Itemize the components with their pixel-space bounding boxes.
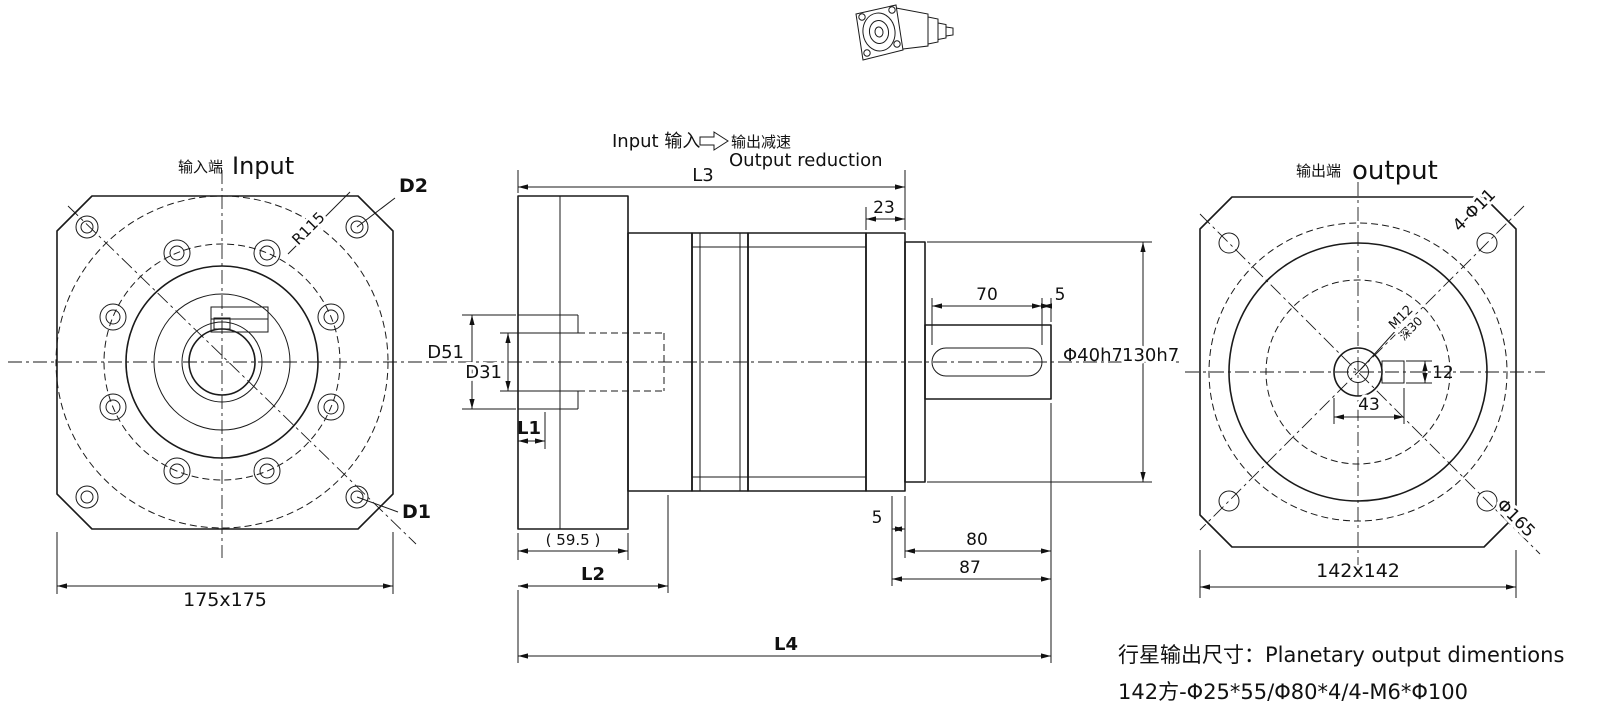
dim-12: 12 xyxy=(1406,360,1454,384)
dim-l1: L1 xyxy=(517,412,546,449)
label-d2: D2 xyxy=(399,175,428,197)
svg-text:87: 87 xyxy=(959,558,981,578)
svg-text:L3: L3 xyxy=(692,165,713,186)
input-view-title-cn: 输入端 xyxy=(178,158,223,176)
flow-input-label: Input 输入 xyxy=(612,131,700,152)
dim-l4: L4 xyxy=(517,590,1051,663)
dim-80: 80 xyxy=(905,403,1052,663)
svg-text:43: 43 xyxy=(1358,395,1380,415)
svg-text:L4: L4 xyxy=(774,634,798,655)
svg-text:70: 70 xyxy=(976,285,998,305)
isometric-thumbnail xyxy=(855,4,954,61)
input-view-title-en: Input xyxy=(232,152,294,180)
output-view-title-cn: 输出端 xyxy=(1296,162,1341,180)
svg-text:D31: D31 xyxy=(465,362,502,383)
note-line2: 142方-Φ25*55/Φ80*4/4-M6*Φ100 xyxy=(1118,680,1468,704)
svg-text:D51: D51 xyxy=(427,342,464,363)
dim-d51: D51 xyxy=(427,314,516,410)
dim-l3: L3 xyxy=(517,165,906,230)
label-corner-holes: 4-Φ11 xyxy=(1449,185,1500,236)
label-center-thread: M12 深30 xyxy=(1360,300,1428,370)
input-view: 输入端 Input xyxy=(55,152,431,611)
output-corner-holes xyxy=(1218,232,1498,512)
dim-175x175: 175x175 xyxy=(56,532,394,611)
svg-text:( 59.5 ): ( 59.5 ) xyxy=(546,531,601,549)
dim-5-flange: 5 xyxy=(872,496,906,586)
section-outline xyxy=(517,195,1052,530)
input-flange-outline xyxy=(56,195,394,530)
svg-text:23: 23 xyxy=(873,198,895,218)
dim-142x142: 142x142 xyxy=(1199,550,1517,598)
dim-43: 43 xyxy=(1333,388,1405,424)
svg-text:5: 5 xyxy=(872,508,883,528)
svg-text:L2: L2 xyxy=(581,564,605,585)
input-keyway-detail xyxy=(210,306,269,333)
input-bolt-holes xyxy=(99,239,345,485)
dim-130h7: 130h7 xyxy=(927,241,1182,483)
dim-d31: D31 xyxy=(462,332,578,392)
flow-output-cn: 输出减速 xyxy=(731,133,791,151)
dim-l2: L2 xyxy=(518,495,669,593)
note-line1: 行星输出尺寸：Planetary output dimentions xyxy=(1118,643,1564,667)
label-d1: D1 xyxy=(402,501,431,523)
label-shaft-diameter: Φ40h7 xyxy=(1063,345,1123,366)
svg-text:80: 80 xyxy=(966,530,988,550)
label-r115: R115 xyxy=(288,208,328,248)
dim-23: 23 xyxy=(865,198,905,230)
svg-text:130h7: 130h7 xyxy=(1122,345,1179,366)
dim-5-shaft-end: 5 xyxy=(1041,285,1066,322)
svg-text:12: 12 xyxy=(1432,363,1454,383)
dim-70: 70 xyxy=(931,285,1043,345)
svg-text:L1: L1 xyxy=(517,418,541,439)
flow-annotation: Input 输入 输出减速 Output reduction xyxy=(612,131,883,171)
output-flange-outline xyxy=(1199,196,1517,548)
section-view: Input 输入 输出减速 Output reduction xyxy=(427,131,1182,663)
svg-text:142x142: 142x142 xyxy=(1316,560,1400,582)
flow-arrow-icon xyxy=(699,131,729,151)
flow-output-en: Output reduction xyxy=(729,150,883,171)
notes-block: 行星输出尺寸：Planetary output dimentions 142方-… xyxy=(1118,643,1564,704)
dim-59-5: ( 59.5 ) xyxy=(517,531,629,560)
dim-87: 87 xyxy=(892,558,1051,582)
section-bore xyxy=(518,314,665,410)
input-corner-holes xyxy=(75,215,369,509)
svg-text:5: 5 xyxy=(1055,285,1066,305)
output-view: 输出端 output 4-Φ11 Φ165 M12 深30 xyxy=(1185,156,1545,598)
svg-text:175x175: 175x175 xyxy=(183,589,267,611)
output-view-title-en: output xyxy=(1352,156,1438,186)
